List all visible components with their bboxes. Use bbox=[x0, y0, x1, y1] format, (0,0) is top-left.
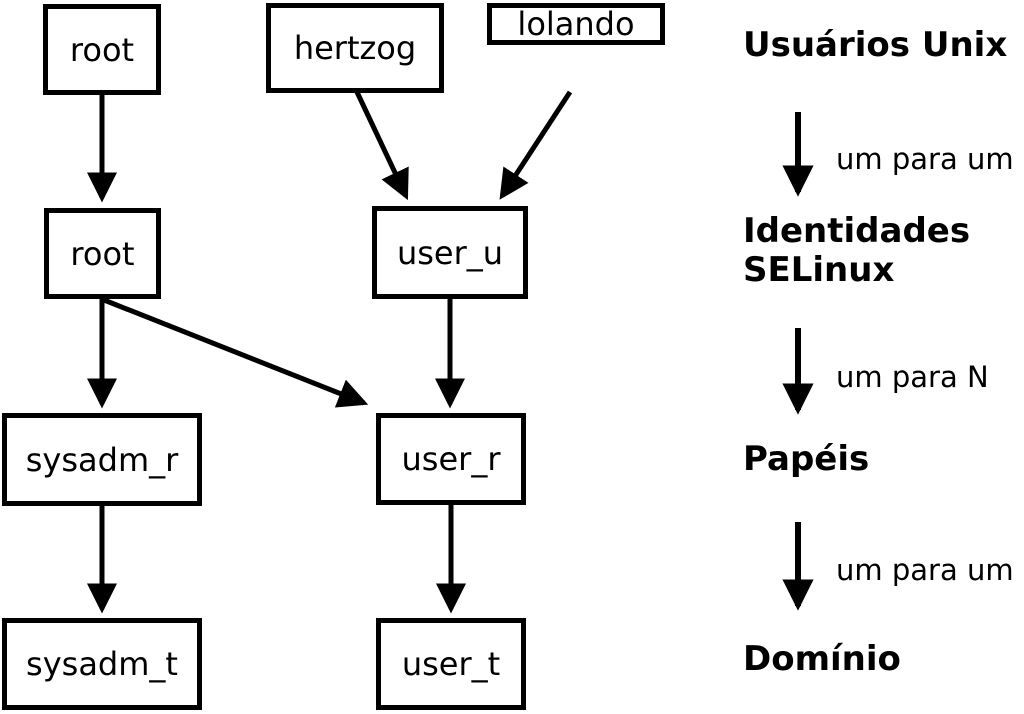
legend-level-domain: Domínio bbox=[743, 639, 901, 679]
legend-level-selinux-identities: Identidades SELinux bbox=[743, 211, 971, 290]
legend-relation-one-to-one-2: um para um bbox=[836, 553, 1014, 587]
edge-hertzog-to-user-u bbox=[354, 90, 409, 201]
node-hertzog: hertzog bbox=[266, 3, 444, 93]
legend-level-roles: Papéis bbox=[743, 439, 870, 479]
node-user-u: user_u bbox=[372, 206, 528, 299]
node-sysadm-t: sysadm_t bbox=[2, 618, 202, 710]
node-root-unix: root bbox=[43, 4, 161, 95]
legend-relation-one-to-n: um para N bbox=[836, 360, 989, 394]
legend-relation-one-to-one-1: um para um bbox=[836, 142, 1014, 176]
node-root-selinux: root bbox=[44, 208, 161, 299]
edge-root-selinux-to-user-r bbox=[103, 297, 369, 408]
node-lolando: lolando bbox=[487, 3, 665, 45]
node-user-r: user_r bbox=[376, 413, 526, 505]
edge-lolando-to-user-u bbox=[499, 90, 573, 200]
node-sysadm-r: sysadm_r bbox=[2, 413, 202, 506]
node-user-t: user_t bbox=[376, 618, 526, 710]
legend-level-unix-users: Usuários Unix bbox=[743, 25, 1008, 65]
